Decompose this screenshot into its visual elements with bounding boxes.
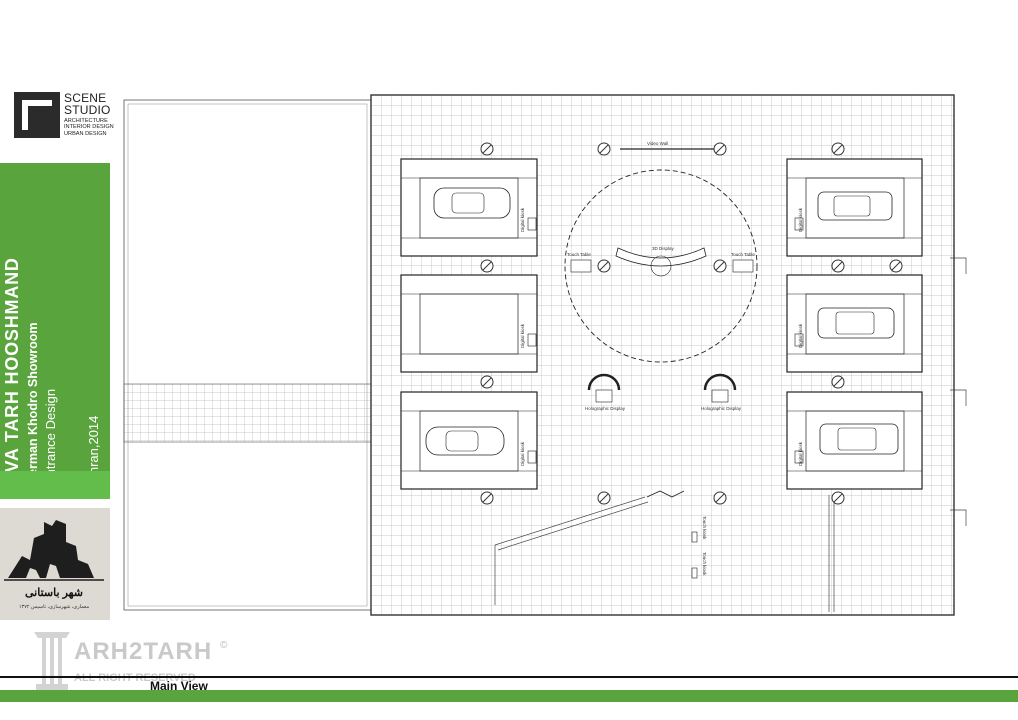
title-panel: AVA TARH HOOSHMAND Kerman Khodro Showroo… [0, 163, 110, 485]
watermark: ARH2TARH ALL RIGHT RESERVED © [30, 626, 240, 696]
column-icon [713, 259, 727, 273]
touch-table-label: Touch Table [567, 252, 591, 257]
digital-kiosks [527, 217, 804, 464]
left-annex [123, 99, 372, 611]
footer-rule [0, 676, 1018, 678]
kiosk-label: Digital kiosk [798, 441, 803, 466]
discipline-urban: URBAN DESIGN [64, 130, 107, 137]
footer-green-band [0, 690, 1018, 702]
studio-name-line1: SCENE [64, 91, 107, 105]
kiosk-label: Digital kiosk [798, 323, 803, 348]
column-icon [480, 259, 494, 273]
touch-kiosk-label: Touch kiosk [702, 552, 707, 576]
kiosk-label: Digital kiosk [520, 441, 525, 466]
client-logo-subtext: معماری، شهرسازی، تاسیس ۱۳۷۲ [18, 604, 90, 610]
car-icon [433, 187, 511, 219]
touch-kiosks: Touch kiosk Touch kiosk [691, 516, 707, 579]
discipline-interior: INTERIOR DESIGN [64, 124, 114, 131]
car-bay-right-3 [786, 391, 923, 490]
column-logo-icon [34, 632, 70, 690]
column-icon [831, 375, 845, 389]
copyright-icon: © [220, 640, 228, 651]
watermark-text: ARH2TARH [74, 638, 213, 665]
studio-name-line2: STUDIO [64, 103, 111, 117]
car-icon [425, 426, 505, 456]
car-bay-left-3 [400, 391, 538, 490]
studio-disciplines: ARCHITECTURE INTERIOR DESIGN URBAN DESIG… [64, 118, 114, 137]
columns [480, 142, 903, 505]
car-bay-left-1 [400, 158, 538, 257]
studio-logo: SCENE STUDIO ARCHITECTURE INTERIOR DESIG… [14, 92, 114, 140]
column-icon [831, 142, 845, 156]
touch-tables: Touch Table Touch Table [567, 252, 755, 273]
display-3d-label: 3D Display [652, 246, 675, 251]
holographic-displays: Holographic Display Holographic Display [585, 373, 742, 411]
kiosk-labels: Digital kiosk Digital kiosk Digital kios… [520, 207, 803, 466]
kiosk-label: Digital kiosk [520, 323, 525, 348]
side-doors [950, 257, 967, 526]
column-icon [597, 491, 611, 505]
watermark-rights: ALL RIGHT RESERVED [74, 672, 196, 684]
connecting-walkway [123, 383, 372, 443]
column-icon [831, 259, 845, 273]
column-icon [831, 491, 845, 505]
car-icon [817, 191, 893, 221]
accent-strip [0, 471, 110, 499]
view-label: Main View [150, 679, 208, 693]
car-bay-left-2 [400, 274, 538, 373]
display-3d-stand [615, 247, 707, 267]
client-logo: شهر باستانی معماری، شهرسازی، تاسیس ۱۳۷۲ [0, 508, 110, 620]
column-icon [480, 375, 494, 389]
holo-label: Holographic Display [585, 406, 626, 411]
city-skyline-icon [4, 520, 104, 581]
car-bay-right-1 [786, 158, 923, 257]
display-3d-base [650, 255, 672, 277]
studio-name: SCENE STUDIO [64, 92, 111, 116]
kiosk-label: Digital kiosk [520, 207, 525, 232]
touch-table-label: Touch Table [731, 252, 755, 257]
column-icon [597, 142, 611, 156]
kiosk-label: Digital kiosk [798, 207, 803, 232]
column-icon [889, 259, 903, 273]
video-wall-label: Video Wall [647, 141, 668, 146]
touch-kiosk-label: Touch kiosk [702, 516, 707, 540]
column-icon [713, 491, 727, 505]
holo-label: Holographic Display [701, 406, 742, 411]
discipline-architecture: ARCHITECTURE [64, 118, 108, 124]
column-icon [713, 142, 727, 156]
car-bay-right-2 [786, 274, 923, 373]
entrance-ramp [494, 495, 835, 612]
central-platform [564, 169, 758, 363]
column-icon [597, 259, 611, 273]
studio-logo-mark [14, 92, 60, 138]
column-icon [480, 142, 494, 156]
car-icon [817, 307, 895, 339]
column-icon [480, 491, 494, 505]
entrance-door [646, 490, 685, 498]
client-logo-text: شهر باستانی [25, 587, 83, 599]
car-icon [819, 423, 899, 455]
